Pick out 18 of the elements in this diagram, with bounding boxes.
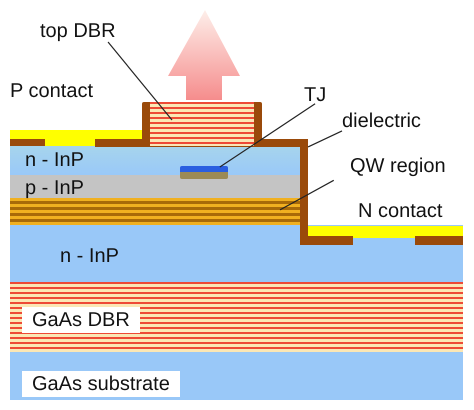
layer-label: n - InP	[60, 245, 119, 267]
callout-label: top DBR	[40, 20, 116, 42]
quantum-well-band	[10, 198, 300, 225]
leader-line	[108, 42, 172, 120]
layer-label: p - InP	[25, 177, 84, 199]
part-label: P contact	[10, 80, 94, 102]
part-label: N contact	[358, 200, 442, 222]
callout-label: TJ	[304, 84, 326, 106]
tunnel-junction-block	[180, 166, 228, 179]
top-dbr-mesa	[142, 102, 262, 146]
layer-label: GaAs substrate	[22, 371, 180, 397]
layer-label: GaAs DBR	[22, 307, 140, 333]
callout-label: dielectric	[342, 110, 421, 132]
leader-line	[220, 103, 316, 168]
callout-label: QW region	[350, 155, 446, 177]
leader-line	[308, 130, 342, 148]
leader-line	[280, 180, 334, 210]
layer-label: n - InP	[25, 149, 84, 171]
